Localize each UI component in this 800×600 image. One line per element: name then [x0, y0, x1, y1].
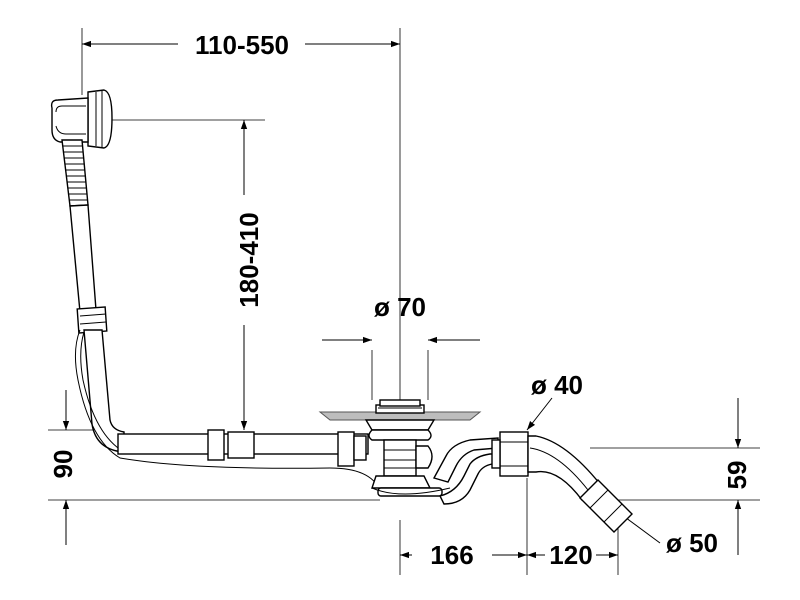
- dim-outlet-diameter: ø 50: [666, 528, 718, 558]
- tub-surface: [318, 411, 482, 421]
- dim-trap-length: 166: [430, 540, 473, 570]
- dim-overflow-length: 110-550: [195, 30, 289, 60]
- dimension-lines: [62, 40, 742, 559]
- corrugation-lines: [63, 145, 88, 201]
- drain-assembly: [318, 399, 482, 497]
- dim-drain-diameter: ø 70: [374, 292, 426, 322]
- dim-pipe-diameter: ø 40: [531, 370, 583, 400]
- bowden-cable: [74, 329, 381, 491]
- overflow-assembly: [50, 89, 125, 453]
- dim-elbow-length: 120: [549, 540, 592, 570]
- dim-outlet-height: 59: [722, 461, 752, 490]
- siphon-and-elbow: [432, 431, 633, 533]
- dim-overflow-height: 180-410: [234, 212, 264, 307]
- extension-lines: [48, 28, 760, 575]
- dim-pipe-height: 90: [48, 450, 78, 479]
- horizontal-pipe: [117, 429, 369, 467]
